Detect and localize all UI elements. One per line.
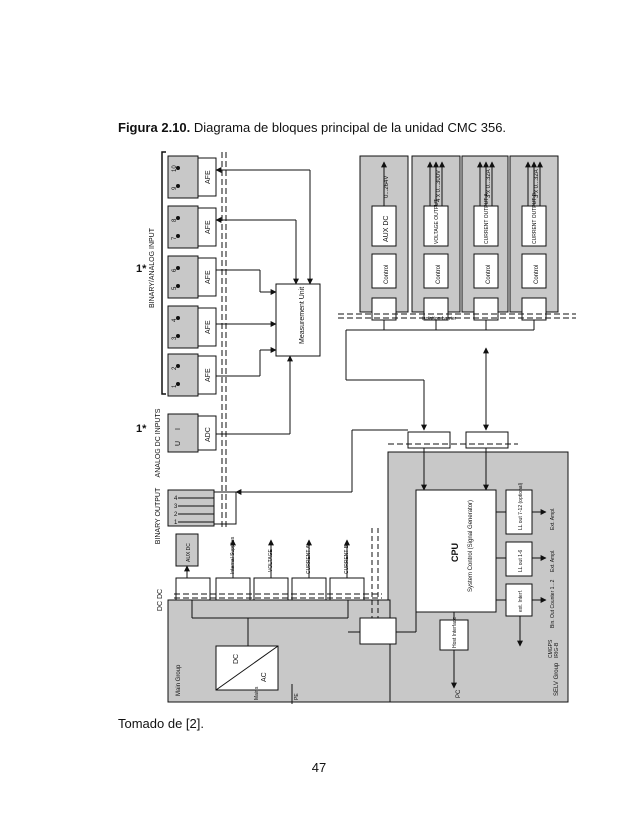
output-arrows	[381, 161, 543, 206]
label-isolation-top: isolation barrier	[422, 316, 457, 322]
svg-text:Measurement Unit: Measurement Unit	[299, 287, 306, 344]
svg-text:1: 1	[174, 520, 178, 526]
afe-block-3: 6 5 AFE	[167, 255, 217, 299]
svg-text:PC: PC	[456, 689, 462, 698]
source-note: Tomado de [2].	[118, 716, 204, 731]
label-dc-dc: DC DC	[157, 589, 164, 611]
svg-text:8: 8	[172, 218, 178, 222]
figure-caption-label: Figura 2.10.	[118, 120, 191, 135]
svg-text:2: 2	[172, 366, 178, 370]
svg-text:6: 6	[172, 268, 178, 272]
svg-text:Ext. Ampl.: Ext. Ampl.	[550, 549, 556, 572]
svg-text:CURRENT OUTPUT A: CURRENT OUTPUT A	[484, 193, 490, 244]
label-binary-output: BINARY OUTPUT	[155, 487, 162, 544]
svg-text:I: I	[175, 428, 182, 430]
svg-text:SELV Group: SELV Group	[554, 662, 560, 696]
svg-text:Bin. Out Counter 1...2: Bin. Out Counter 1...2	[550, 579, 556, 628]
svg-text:AFE: AFE	[205, 320, 212, 334]
svg-text:AFE: AFE	[205, 368, 212, 382]
svg-text:Mains: Mains	[254, 686, 260, 700]
svg-text:CURRENT OUTPUT B: CURRENT OUTPUT B	[532, 192, 538, 244]
figure-caption: Figura 2.10. Diagrama de bloques princip…	[118, 120, 506, 135]
svg-text:10: 10	[172, 165, 178, 172]
output-module-current-a: CURRENT OUTPUT A Control 3 x 0...32A	[461, 155, 509, 321]
svg-text:Main Group: Main Group	[176, 664, 182, 696]
svg-text:Control: Control	[486, 265, 492, 284]
measurement-unit: Measurement Unit	[275, 283, 321, 357]
svg-text:VOLTAGE OUTPUT: VOLTAGE OUTPUT	[434, 199, 440, 244]
page-number: 47	[311, 760, 327, 775]
afe-block-2: 8 7 AFE	[167, 205, 217, 249]
svg-text:U: U	[175, 441, 182, 446]
svg-text:0...264V: 0...264V	[384, 176, 390, 198]
label-analog-dc-inputs: ANALOG DC INPUTS	[155, 408, 162, 477]
svg-text:AUX DC: AUX DC	[383, 216, 390, 242]
svg-text:3: 3	[172, 336, 178, 340]
svg-text:3 x 0...32A: 3 x 0...32A	[486, 169, 492, 198]
afe-block-1: 10 9 AFE	[167, 155, 217, 199]
svg-text:CMGPS: CMGPS	[548, 639, 554, 658]
label-binary-analog-input: BINARY/ANALOG INPUT	[149, 227, 156, 308]
svg-text:AFE: AFE	[205, 170, 212, 184]
svg-text:3: 3	[174, 504, 178, 510]
svg-text:ext. Interf.: ext. Interf.	[518, 590, 524, 612]
svg-text:IRIG-B: IRIG-B	[554, 642, 560, 658]
svg-text:4: 4	[172, 318, 178, 322]
svg-text:7: 7	[172, 236, 178, 240]
main-group: Main Group DC AC Mains PE	[167, 599, 391, 704]
afe-block-4: 4 3 AFE	[167, 305, 217, 349]
binary-output-block: 4 3 2 1	[167, 489, 237, 527]
marker-1: 1*	[136, 263, 147, 275]
afe-block-5: 2 1 AFE	[167, 353, 217, 397]
svg-text:1: 1	[172, 384, 178, 388]
group-interface	[359, 617, 397, 645]
svg-text:Control: Control	[436, 265, 442, 284]
svg-text:AUX DC: AUX DC	[186, 543, 192, 562]
svg-text:DC: DC	[233, 654, 240, 664]
svg-text:PE: PE	[294, 693, 300, 700]
svg-text:LL out 7-12 (optional): LL out 7-12 (optional)	[518, 482, 524, 530]
svg-text:3 x 0...32A: 3 x 0...32A	[534, 169, 540, 198]
svg-text:System Control (Signal Generat: System Control (Signal Generator)	[468, 500, 474, 592]
svg-text:4 x 0...300V: 4 x 0...300V	[436, 170, 442, 202]
cpu-block	[415, 489, 497, 613]
svg-text:2: 2	[174, 512, 178, 518]
output-module-current-b: CURRENT OUTPUT B Control 3 x 0...32A	[509, 155, 559, 321]
svg-text:ADC: ADC	[205, 427, 212, 442]
svg-text:Host Interface: Host Interface	[452, 617, 458, 648]
marker-2: 1*	[136, 423, 147, 435]
block-diagram: BINARY/ANALOG INPUT 1* 1* ANALOG DC INPU…	[118, 148, 588, 704]
input-bracket	[161, 151, 166, 395]
block-diagram-svg: BINARY/ANALOG INPUT 1* 1* ANALOG DC INPU…	[136, 151, 576, 704]
svg-text:Control: Control	[534, 265, 540, 284]
selv-group: SELV Group CPU System Control (Signal Ge…	[387, 451, 569, 703]
figure-caption-text: Diagrama de bloques principal de la unid…	[190, 120, 507, 135]
output-module-aux-dc: AUX DC Control 0...264V	[359, 155, 409, 321]
svg-text:Control: Control	[384, 265, 390, 284]
adc-block: I U ADC	[167, 413, 217, 453]
isolation-block-2	[465, 431, 509, 449]
svg-text:AC: AC	[261, 672, 268, 682]
svg-text:9: 9	[172, 186, 178, 190]
svg-text:Ext. Ampl.: Ext. Ampl.	[550, 507, 556, 530]
svg-text:LL out 1-6: LL out 1-6	[518, 549, 524, 572]
svg-text:AFE: AFE	[205, 270, 212, 284]
svg-text:AFE: AFE	[205, 220, 212, 234]
isolation-block-1	[407, 431, 451, 449]
svg-text:5: 5	[172, 286, 178, 290]
svg-text:CPU: CPU	[450, 543, 460, 562]
supply-blocks: AUX DC Internal Supplies VOLTAGE CURRENT…	[175, 533, 365, 601]
svg-text:4: 4	[174, 496, 178, 502]
